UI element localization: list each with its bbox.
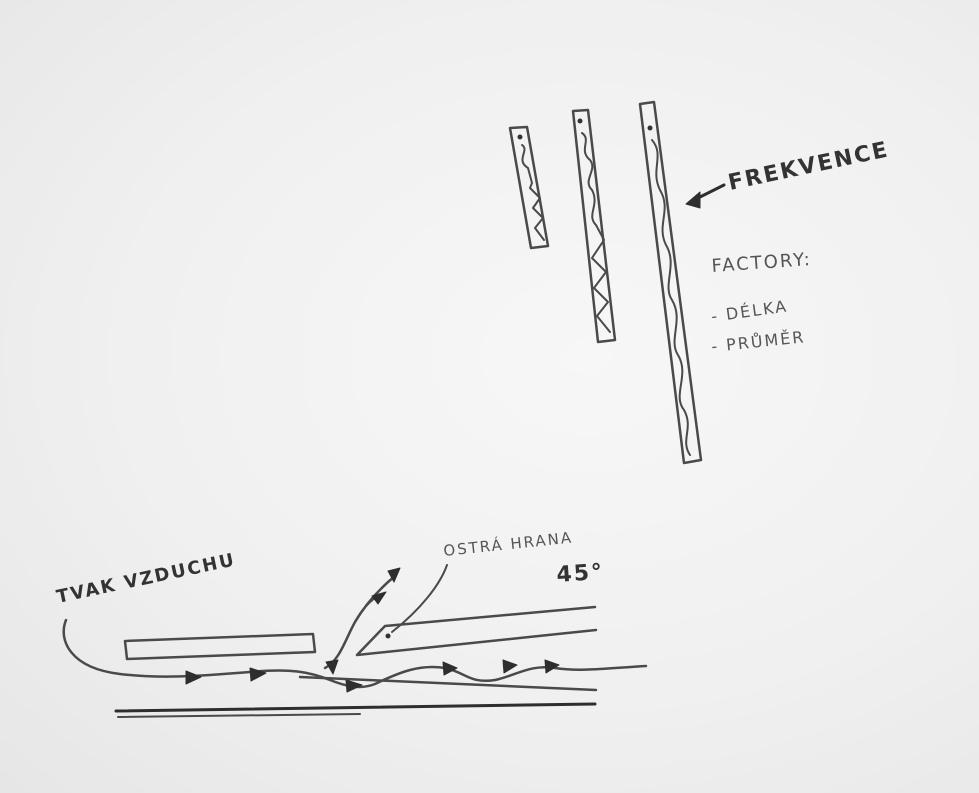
flow-arrow-6 [503, 660, 517, 673]
sharp-edge-label: OSTRÁ HRANA [442, 527, 573, 560]
frequency-pointer-arrow [686, 185, 724, 208]
duct-upper-wall [300, 677, 596, 690]
factor-length: - DÉLKA [710, 296, 789, 326]
flow-arrow-4 [346, 680, 362, 692]
air-pressure-label: TVAK VZDUCHU [55, 549, 238, 608]
factor-diameter: - PRŮMĚR [710, 327, 806, 356]
sharp-edge-pointer-dot [386, 634, 391, 639]
pipe-medium-body [573, 110, 615, 342]
pipe-long-wave [652, 140, 690, 455]
airflow-line [64, 620, 646, 687]
flow-arrow-5 [443, 662, 457, 675]
pipe-long-end-dot [648, 126, 653, 131]
pipe-short-end-dot [518, 135, 523, 140]
frequency-label: FREKVENCE [726, 137, 891, 195]
duct-bottom-wall [116, 704, 595, 711]
pipe-short [510, 127, 548, 248]
flow-arrow-7 [545, 660, 559, 673]
pipe-long-body [640, 102, 701, 463]
pipe-long [640, 102, 701, 463]
pipe-short-body [510, 127, 548, 248]
flow-arrow-1 [186, 671, 201, 684]
upper-block [125, 634, 315, 659]
pipe-medium [573, 110, 615, 342]
duct-bottom-wall-edge [118, 714, 360, 717]
frequency-arrowhead [686, 192, 700, 208]
angle-label: 45° [556, 560, 605, 588]
flow-arrow-up-1 [372, 592, 386, 604]
pipe-medium-end-dot [578, 119, 583, 124]
factors-title: FACTORY: [711, 249, 813, 277]
